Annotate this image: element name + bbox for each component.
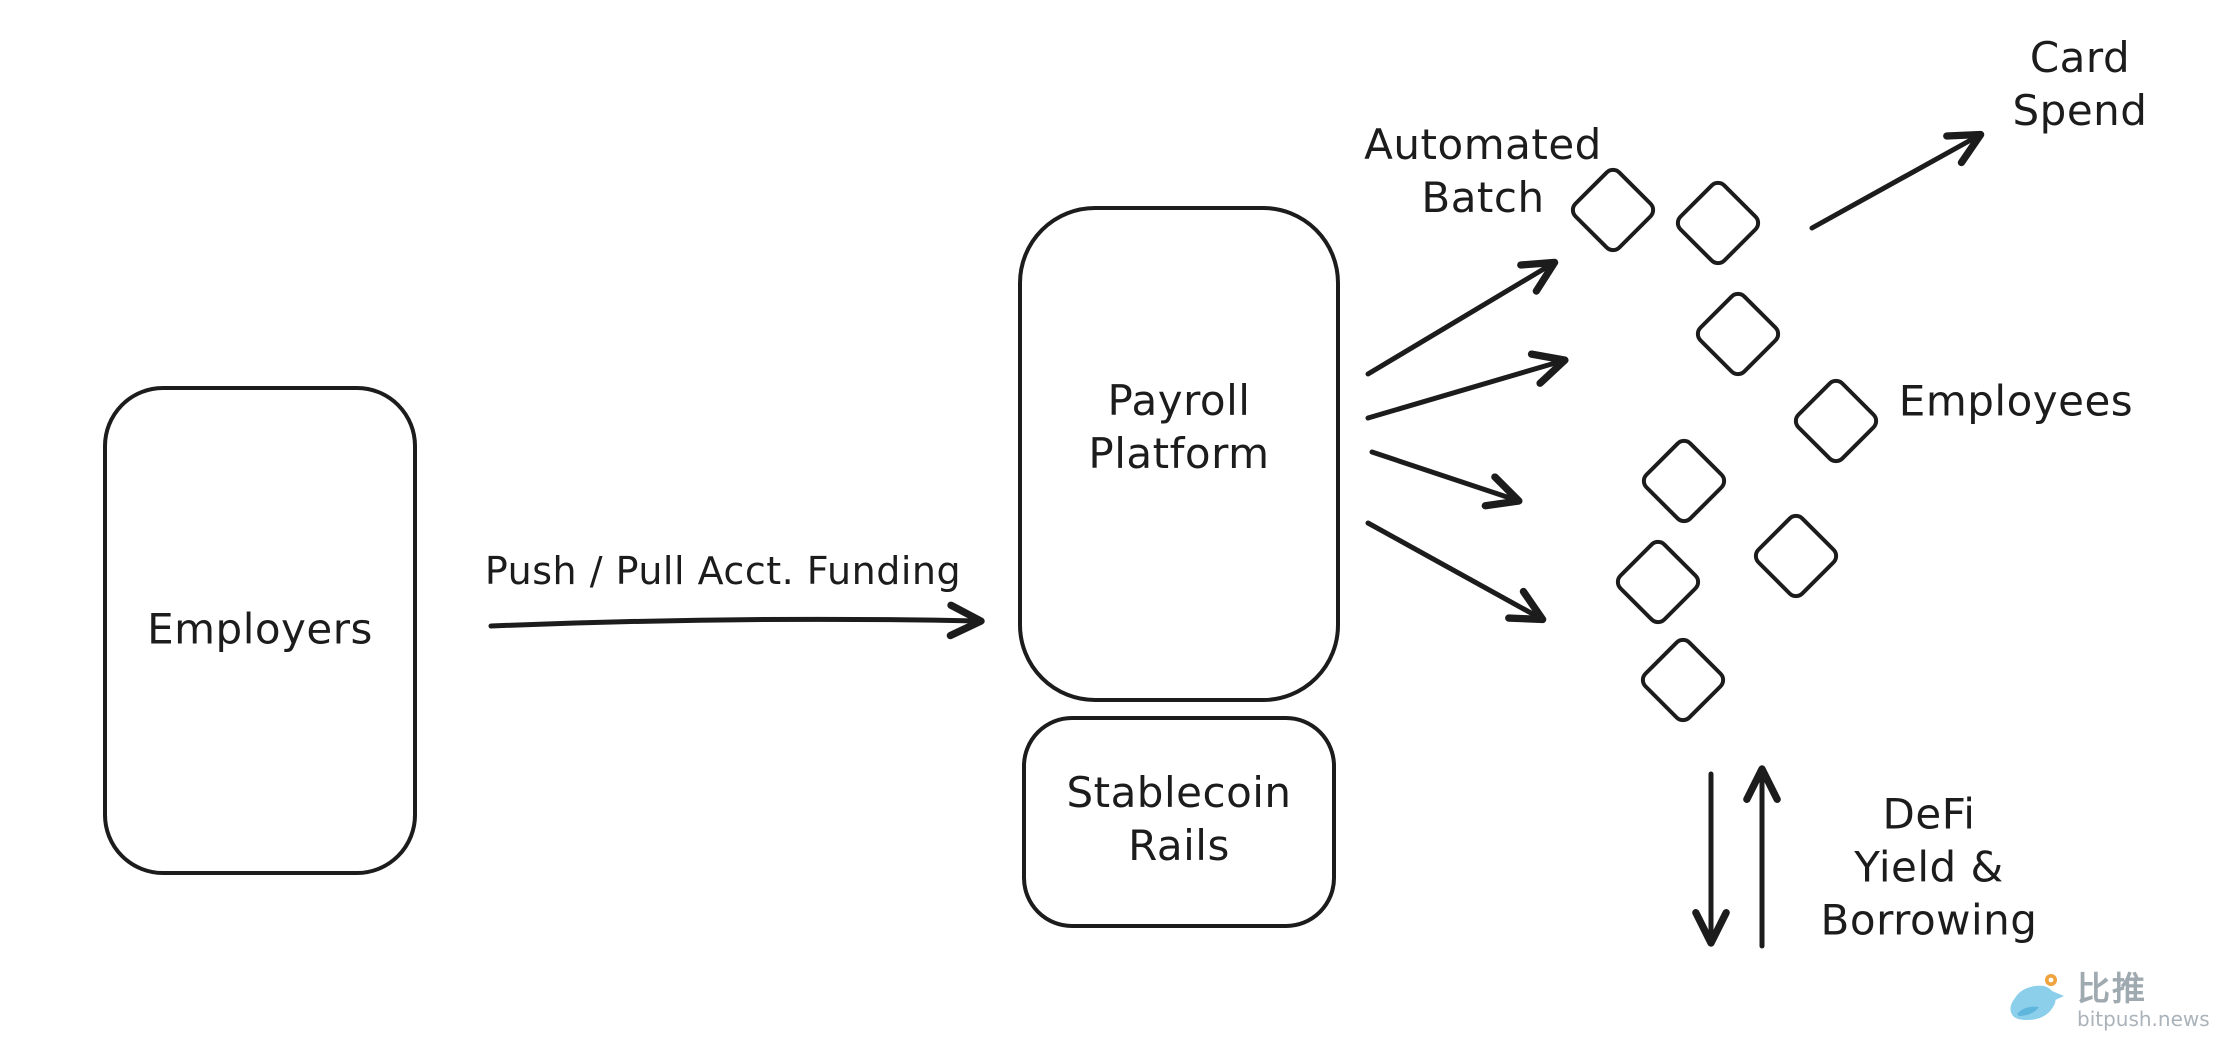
employee-diamond <box>1753 513 1839 599</box>
employee-diamond <box>1641 438 1727 524</box>
batch-arrow-2 <box>1365 350 1569 421</box>
payroll-platform-node <box>1018 206 1340 702</box>
batch-arrow-3 <box>1369 449 1523 510</box>
watermark-brand: 比推 <box>2077 969 2147 1008</box>
funding-arrow <box>488 601 985 640</box>
watermark-site: bitpush.news <box>2077 1006 2210 1031</box>
employers-label: Employers <box>147 604 373 654</box>
employee-diamond <box>1675 180 1761 266</box>
employees-label: Employees <box>1898 376 2134 426</box>
bitpush-watermark: 比推 bitpush.news <box>2005 970 2210 1031</box>
card-spend-label: Card Spend <box>2012 33 2148 135</box>
employee-diamond <box>1640 637 1726 723</box>
employee-diamond <box>1570 167 1656 253</box>
defi-yield-label: DeFi Yield & Borrowing <box>1820 789 2038 945</box>
watermark-text: 比推 bitpush.news <box>2077 970 2210 1031</box>
batch-arrow-4 <box>1365 520 1547 624</box>
employee-diamond <box>1615 539 1701 625</box>
stablecoin-rails-label: Stablecoin Rails <box>1066 768 1292 870</box>
employers-node <box>103 386 417 875</box>
payroll-platform-label: Payroll Platform <box>1088 376 1270 478</box>
stablecoin-rails-node <box>1022 716 1336 928</box>
employee-diamond <box>1695 291 1781 377</box>
bitpush-bird-icon <box>2010 974 2064 1021</box>
employee-diamond <box>1793 378 1879 464</box>
funding-arrow-label: Push / Pull Acct. Funding <box>484 549 962 594</box>
card-spend-arrow <box>1809 130 1985 231</box>
batch-arrow-1 <box>1365 258 1559 377</box>
automated-batch-label: Automated Batch <box>1364 120 1602 222</box>
